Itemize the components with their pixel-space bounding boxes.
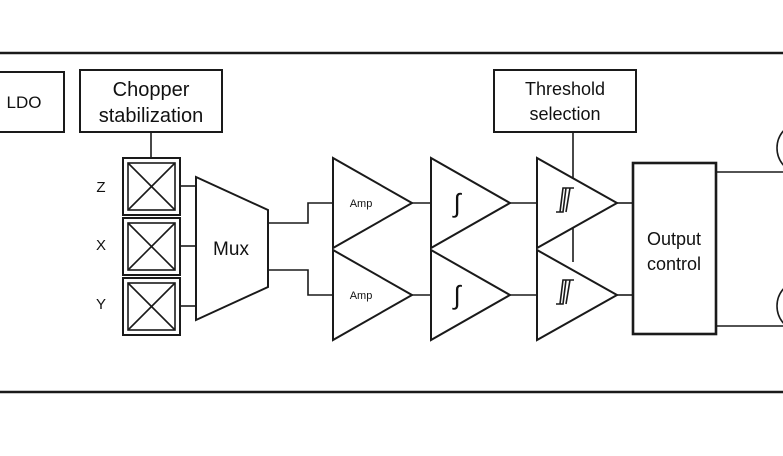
threshold-label-line1: Threshold	[525, 79, 605, 99]
integrator-bottom-symbol: ∫	[451, 280, 462, 310]
hysteresis-icon	[556, 187, 574, 213]
sensor-z: Z	[96, 157, 181, 216]
sensor-y: Y	[96, 277, 181, 336]
ldo-label: LDO	[7, 93, 42, 112]
output-control-label-line2: control	[647, 254, 701, 274]
comparator-bottom	[536, 248, 620, 342]
chopper-label-line2: stabilization	[99, 105, 204, 127]
mux-block: Mux	[195, 175, 269, 322]
integrator-top-symbol: ∫	[451, 188, 462, 218]
amp-top: Amp	[332, 156, 415, 250]
chip-enclosure	[0, 51, 783, 394]
chopper-label-line1: Chopper	[113, 79, 190, 101]
threshold-selection-block: Threshold selection	[493, 69, 637, 262]
output-control-block: Output control	[631, 161, 718, 336]
chopper-stabilization-block: Chopper stabilization	[79, 69, 223, 158]
integrator-top: ∫	[430, 156, 513, 250]
mux-amp-wires	[268, 202, 333, 296]
axis-label-x: X	[96, 237, 106, 254]
sensor-mux-wires	[180, 185, 196, 307]
threshold-label-line2: selection	[529, 104, 600, 124]
amp-top-label: Amp	[350, 198, 373, 210]
output-pins	[716, 130, 783, 327]
output-pin-bottom	[776, 288, 783, 324]
output-pin-top	[776, 130, 783, 166]
axis-label-y: Y	[96, 296, 106, 313]
axis-label-z: Z	[96, 179, 105, 196]
ldo-block: LDO	[0, 71, 65, 133]
output-control-label-line1: Output	[647, 229, 701, 249]
amp-bottom: Amp	[332, 248, 415, 342]
comparator-top	[536, 156, 620, 250]
hysteresis-icon	[556, 279, 574, 305]
sensor-x: X	[96, 217, 181, 276]
integrator-bottom: ∫	[430, 248, 513, 342]
amp-bottom-label: Amp	[350, 290, 373, 302]
mux-label: Mux	[213, 239, 249, 260]
